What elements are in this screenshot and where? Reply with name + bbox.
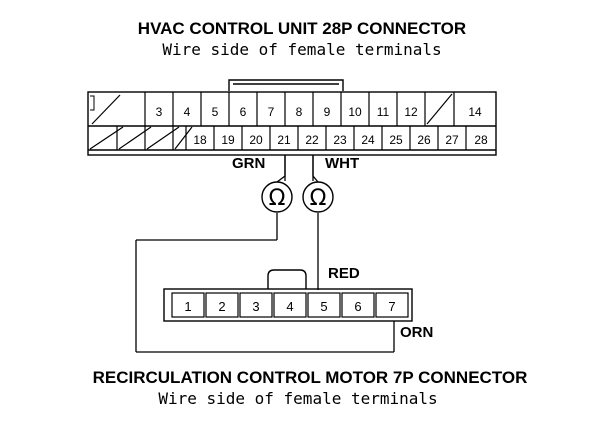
grn-wire-label: GRN [232, 155, 265, 172]
pin-cell-18: 18 [185, 126, 207, 150]
pin-cell-6: 6 [228, 92, 247, 126]
pin-number: 22 [305, 133, 319, 147]
pin-number: 25 [389, 133, 403, 147]
pin-cell-blank [90, 94, 121, 125]
pin-number: 7 [268, 105, 275, 119]
pin-number: 9 [324, 105, 331, 119]
top-connector-subtitle: Wire side of female terminals [162, 40, 441, 59]
pin-number: 18 [193, 133, 207, 147]
pin-cell-28: 28 [465, 126, 488, 150]
pin-number: 20 [249, 133, 263, 147]
pin-number: 23 [333, 133, 347, 147]
pin-cell-4: 4 [273, 292, 307, 318]
pin-cell-23: 23 [325, 126, 347, 150]
pin-cell-5: 5 [200, 92, 219, 126]
bottom-connector-subtitle: Wire side of female terminals [158, 389, 437, 408]
pin-number: 28 [474, 133, 488, 147]
pin-number: 24 [361, 133, 375, 147]
pin-number: 21 [277, 133, 291, 147]
motor-7p-connector [163, 269, 413, 322]
pin-cell-12: 12 [396, 92, 418, 126]
pin-number: 12 [404, 105, 418, 119]
pin-number: 8 [296, 105, 303, 119]
pin-cell-3: 3 [239, 292, 273, 318]
pin-cell-7: 7 [256, 92, 275, 126]
pin-cell-6: 6 [341, 292, 375, 318]
pin-number: 19 [221, 133, 235, 147]
pin-cell-1: 1 [171, 292, 205, 318]
pin-number: 1 [184, 299, 191, 314]
pin-number: 5 [320, 299, 327, 314]
pin-cell-blank [116, 126, 152, 150]
ohm-symbol-right: Ω [310, 186, 327, 211]
pin-number: 27 [445, 133, 459, 147]
pin-number: 3 [156, 105, 163, 119]
pin-number: 6 [354, 299, 361, 314]
pin-number: 6 [240, 105, 247, 119]
ohm-symbol-left: Ω [269, 186, 286, 211]
hvac-28p-connector [87, 79, 497, 156]
pin-cell-4: 4 [172, 92, 191, 126]
pin-cell-blank [172, 126, 193, 150]
pin-cell-8: 8 [284, 92, 303, 126]
pin-cell-26: 26 [409, 126, 431, 150]
bottom-connector-title: RECIRCULATION CONTROL MOTOR 7P CONNECTOR [93, 368, 528, 387]
pin-cell-5: 5 [307, 292, 341, 318]
pin-number: 11 [377, 105, 390, 119]
pin-cell-10: 10 [340, 92, 362, 126]
top-connector-title: HVAC CONTROL UNIT 28P CONNECTOR [138, 19, 466, 38]
pin-cell-7: 7 [375, 292, 409, 318]
pin-cell-25: 25 [381, 126, 403, 150]
pin-row-7p: 1 2 3 4 5 6 7 [171, 292, 409, 318]
pin-cell-blank [89, 126, 124, 150]
pin-cell-3: 3 [144, 92, 163, 126]
wht-wire-label: WHT [325, 155, 359, 172]
pin-row-lower: 18 19 20 21 22 23 24 25 26 27 28 [89, 126, 488, 150]
pin-cell-21: 21 [269, 126, 291, 150]
pin-number: 4 [286, 299, 293, 314]
pin-row-upper: 3 4 5 6 7 8 9 10 11 12 14 [87, 92, 482, 126]
pin-number: 10 [348, 105, 362, 119]
pin-number: 5 [212, 105, 219, 119]
pin-cell-20: 20 [241, 126, 263, 150]
pin-cell-2: 2 [205, 292, 239, 318]
pin-number: 14 [468, 105, 482, 119]
pin-cell-24: 24 [353, 126, 375, 150]
pin-cell-19: 19 [213, 126, 235, 150]
pin-cell-blank [424, 92, 453, 126]
pin-number: 26 [417, 133, 431, 147]
pin-cell-27: 27 [437, 126, 459, 150]
red-wire-label: RED [328, 265, 360, 282]
pin-number: 2 [218, 299, 225, 314]
pin-cell-14: 14 [453, 92, 482, 126]
pin-number: 3 [252, 299, 259, 314]
pin-number: 7 [388, 299, 395, 314]
pin-cell-9: 9 [312, 92, 331, 126]
ohmmeter-grn: Ω [261, 155, 293, 213]
pin-cell-blank [144, 126, 180, 150]
orn-wire-label: ORN [400, 324, 433, 341]
pin-cell-22: 22 [297, 126, 319, 150]
pin-cell-11: 11 [368, 92, 390, 126]
test-wires [135, 155, 395, 353]
pin-number: 4 [184, 105, 191, 119]
ohmmeter-wht: Ω [302, 155, 334, 213]
